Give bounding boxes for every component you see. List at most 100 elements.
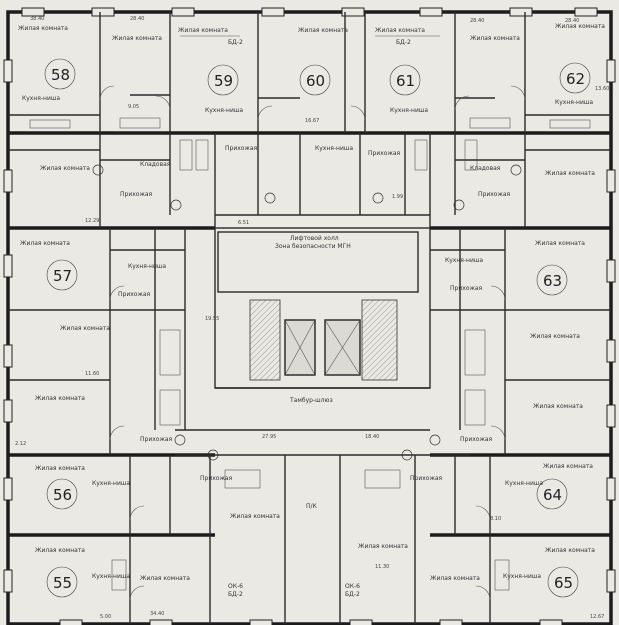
apartment-61: 61 [396, 72, 415, 90]
right-partitions [414, 228, 611, 624]
dimension: 5.00 [100, 614, 111, 620]
room-label: Жилая комната [545, 547, 595, 554]
room-label: Жилая комната [470, 35, 520, 42]
room-label: Жилая комната [298, 27, 348, 34]
dimension: 28.40 [130, 16, 144, 22]
room-label: Кухня-ниша [390, 107, 428, 114]
room-label: Кухня-ниша [505, 480, 543, 487]
center-core [175, 227, 470, 624]
room-label: Жилая комната [545, 170, 595, 177]
room-label: Жилая комната [230, 513, 280, 520]
room-label: Жилая комната [535, 240, 585, 247]
room-label: БД-2 [228, 39, 243, 46]
dimension: 8.10 [490, 516, 501, 522]
room-label: Прихожая [225, 145, 258, 152]
room-label: Кухня-ниша [555, 99, 593, 106]
room-label: Кладовая [470, 165, 501, 172]
dimension: 38.40 [30, 16, 44, 22]
door-markers [92, 164, 522, 461]
dimension: 11.60 [85, 371, 99, 377]
outer-walls [6, 10, 613, 625]
room-label: Кухня-ниша [205, 107, 243, 114]
room-label: П/К [306, 503, 318, 510]
dimension: 19.55 [205, 316, 219, 322]
dimension-labels: 38.40 28.40 28.40 28.40 16.67 12.29 11.6… [15, 16, 609, 620]
dimension: 2.12 [15, 441, 26, 447]
room-label: Кухня-ниша [503, 573, 541, 580]
apartment-64: 64 [543, 486, 562, 504]
dimension: 34.40 [150, 611, 164, 617]
room-label: Жилая комната [430, 575, 480, 582]
room-label: Жилая комната [140, 575, 190, 582]
dimension: 12.67 [590, 614, 604, 620]
room-label: Жилая комната [35, 547, 85, 554]
room-label: Прихожая [460, 436, 493, 443]
room-label: Жилая комната [18, 25, 68, 32]
room-label: Кухня-ниша [92, 573, 130, 580]
room-label: Лифтовой холл [290, 235, 339, 242]
room-label: Кухня-ниша [315, 145, 353, 152]
room-label: Прихожая [478, 191, 511, 198]
room-label: БД-2 [396, 39, 411, 46]
dimension: 13.60 [595, 86, 609, 92]
apartment-58: 58 [51, 66, 70, 84]
room-label: Жилая комната [530, 333, 580, 340]
room-label: Кухня-ниша [22, 95, 60, 102]
room-label: Прихожая [140, 436, 173, 443]
apartment-65: 65 [554, 574, 573, 592]
apartment-63: 63 [543, 272, 562, 290]
room-label: Жилая комната [375, 27, 425, 34]
left-partitions [8, 228, 211, 624]
room-label: Жилая комната [358, 543, 408, 550]
apartment-56: 56 [53, 486, 72, 504]
dimension: 11.30 [375, 564, 389, 570]
room-label: Прихожая [410, 475, 443, 482]
room-label: Жилая комната [178, 27, 228, 34]
apartment-60: 60 [306, 72, 325, 90]
dimension: 18.40 [365, 434, 379, 440]
second-row-partitions [8, 133, 611, 228]
dimension: 9.05 [128, 104, 139, 110]
dimension: 12.29 [85, 218, 99, 224]
room-label: Жилая комната [555, 23, 605, 30]
dimension: 27.95 [262, 434, 276, 440]
room-label: ОК-6 [228, 583, 243, 590]
room-label: Жилая комната [20, 240, 70, 247]
apartment-57: 57 [53, 267, 72, 285]
apartment-55: 55 [53, 574, 72, 592]
room-label: Кухня-ниша [128, 263, 166, 270]
room-label: Жилая комната [543, 463, 593, 470]
room-label: Прихожая [368, 150, 401, 157]
apartment-62: 62 [566, 70, 585, 88]
window-marks [3, 7, 616, 625]
dimension: 1.99 [392, 194, 403, 200]
room-labels: Жилая комната Кухня-ниша Жилая комната Ж… [18, 23, 605, 598]
room-label: Кухня-ниша [445, 257, 483, 264]
apartment-59: 59 [214, 72, 233, 90]
room-label: Кухня-ниша [92, 480, 130, 487]
top-partitions [8, 12, 611, 133]
room-label: ОК-6 [345, 583, 360, 590]
room-label: Жилая комната [35, 395, 85, 402]
room-label: БД-2 [345, 591, 360, 598]
bathroom-fixtures [29, 117, 591, 591]
room-label: Тамбур-шлюз [289, 397, 333, 404]
room-label: Прихожая [118, 291, 151, 298]
room-label: Прихожая [200, 475, 233, 482]
room-label: Зона безопасности МГН [275, 243, 351, 250]
room-label: Кладовая [140, 161, 171, 168]
room-label: Прихожая [120, 191, 153, 198]
dimension: 28.40 [470, 18, 484, 24]
room-label: Жилая комната [40, 165, 90, 172]
dimension: 16.67 [305, 118, 319, 124]
room-label: Жилая комната [533, 403, 583, 410]
room-label: Прихожая [450, 285, 483, 292]
room-label: Жилая комната [35, 465, 85, 472]
apartment-numbers: 58 59 60 61 62 57 63 56 64 55 65 [44, 58, 591, 598]
dimension: 28.40 [565, 18, 579, 24]
door-swings [99, 85, 526, 601]
room-label: БД-2 [228, 591, 243, 598]
room-label: Жилая комната [60, 325, 110, 332]
